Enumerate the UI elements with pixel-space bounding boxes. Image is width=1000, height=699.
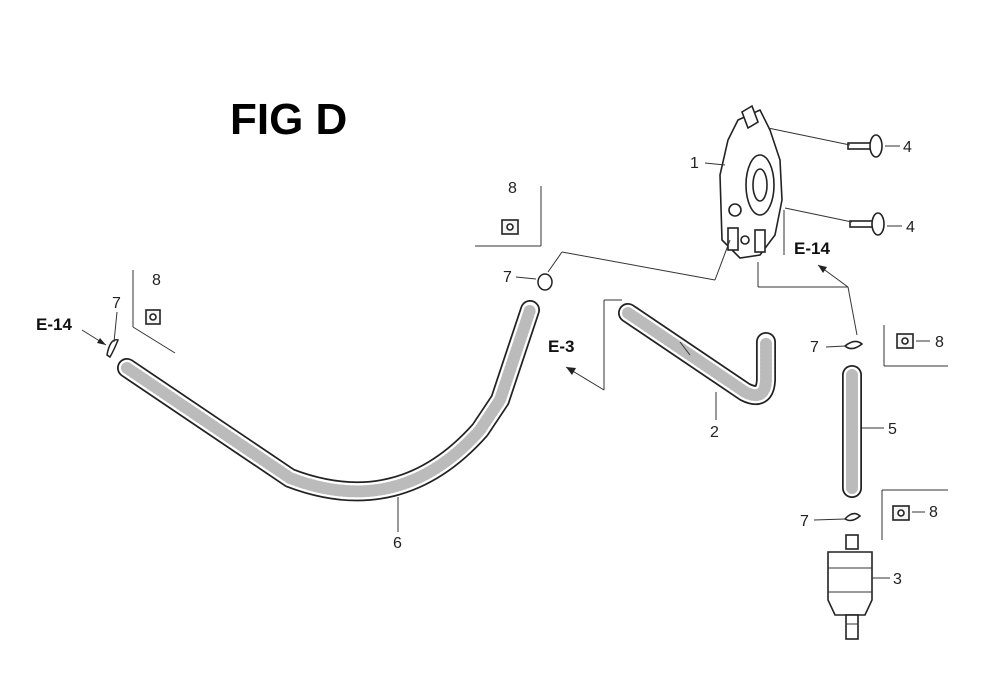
callout-6: 6 — [393, 535, 402, 552]
ref-e14-right: E-14 — [794, 239, 830, 258]
bolt-top — [847, 134, 883, 158]
callout-8-top: 8 — [508, 180, 517, 197]
callout-3: 3 — [893, 571, 902, 588]
callout-8-right: 8 — [935, 334, 944, 351]
callout-4-mid: 4 — [906, 219, 915, 236]
hose-6 — [117, 300, 540, 502]
callout-7-mid: 7 — [503, 269, 512, 286]
clamp-top — [501, 219, 519, 235]
fuel-filter — [827, 534, 873, 640]
ref-e14-left: E-14 — [36, 315, 72, 334]
callout-7-right: 7 — [810, 339, 819, 356]
callout-5: 5 — [888, 421, 897, 438]
clip-right — [843, 340, 864, 350]
clamp-right — [896, 333, 914, 349]
callout-7-bottom: 7 — [800, 513, 809, 530]
callout-2: 2 — [710, 424, 719, 441]
callout-8-left: 8 — [152, 272, 161, 289]
callout-1: 1 — [690, 155, 699, 172]
reference-labels: E-14 E-3 E-14 — [36, 239, 830, 356]
callout-4-top: 4 — [903, 139, 912, 156]
bolt-mid — [849, 212, 885, 236]
clamp-bottom — [892, 505, 910, 521]
clip-bottom — [843, 512, 862, 522]
leader-lines — [81, 127, 948, 579]
fuel-pump — [719, 104, 783, 259]
hose-2 — [618, 303, 776, 405]
clamp-left — [145, 309, 161, 325]
clip-mid — [537, 273, 553, 291]
clip-left — [106, 339, 120, 359]
figure-title: FIG D — [230, 95, 347, 144]
callout-8-bottom: 8 — [929, 504, 938, 521]
callout-7-left: 7 — [112, 295, 121, 312]
callout-labels: 1 4 4 8 7 8 7 2 7 8 5 7 8 3 6 — [112, 139, 944, 588]
ref-e3: E-3 — [548, 337, 574, 356]
